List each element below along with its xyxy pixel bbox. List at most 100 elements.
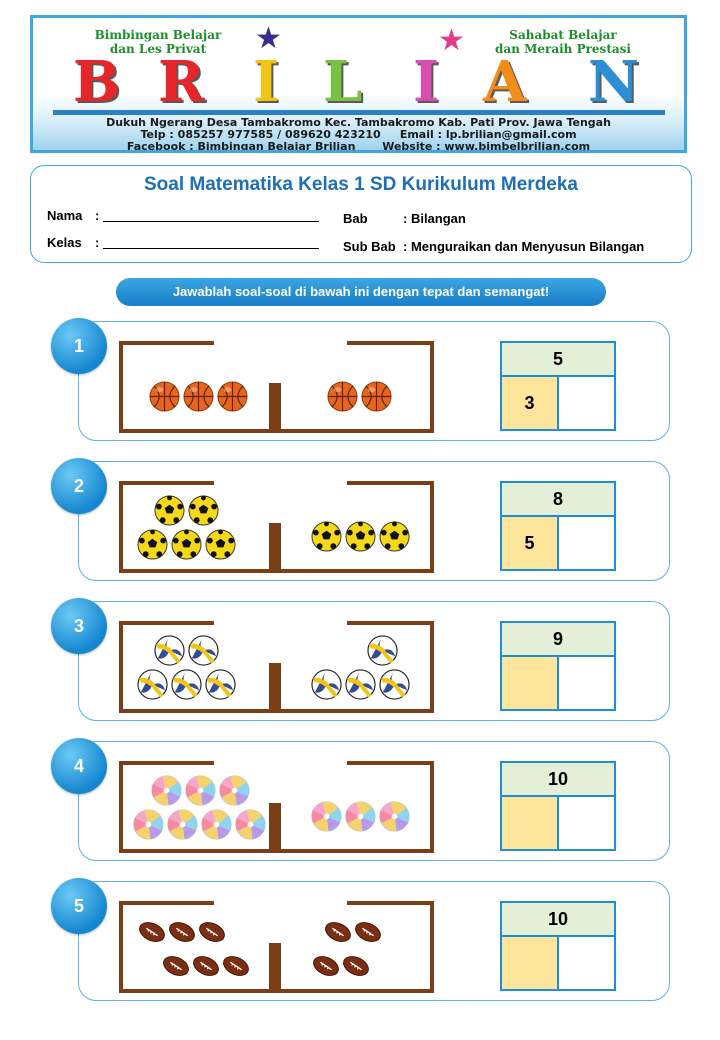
field-wall xyxy=(430,341,434,433)
field-wall xyxy=(119,901,214,905)
field-wall xyxy=(119,901,123,993)
tagline-left-line-2: dan Les Privat xyxy=(109,42,207,56)
question-card: 5 10 xyxy=(51,878,670,1001)
question-number-badge: 2 xyxy=(51,458,107,514)
instruction-banner: Jawablah soal-soal di bawah ini dengan t… xyxy=(116,278,606,306)
soccer-icon xyxy=(154,495,185,526)
question-number-badge: 5 xyxy=(51,878,107,934)
football-icon xyxy=(197,921,227,943)
beachball-icon xyxy=(311,801,342,832)
bond-answer-cell[interactable] xyxy=(557,935,616,991)
soccer-icon xyxy=(311,521,342,552)
field-wall xyxy=(347,761,434,765)
bond-part-cell: 5 xyxy=(500,515,559,571)
bab-label: Bab xyxy=(343,211,368,226)
bond-part-cell[interactable] xyxy=(500,935,559,991)
field-wall xyxy=(119,481,123,573)
social-text: Facebook : Bimbingan Belajar Brilian Web… xyxy=(126,140,591,153)
bab-value: : Bilangan xyxy=(403,211,466,226)
soccer-icon xyxy=(171,529,202,560)
bond-total-cell: 9 xyxy=(500,621,616,657)
basketball-icon xyxy=(361,381,392,412)
field-wall xyxy=(430,481,434,573)
field-wall xyxy=(269,523,281,573)
basketball-icon xyxy=(327,381,358,412)
field-wall xyxy=(269,383,281,433)
tagline-right-line-2: dan Meraih Prestasi xyxy=(495,42,631,56)
subbab-value: : Menguraikan dan Menyusun Bilangan xyxy=(403,239,645,254)
number-bond: 10 xyxy=(500,901,616,991)
ball-field xyxy=(119,761,434,853)
tagline-right: Sahabat Belajar dan Meraih Prestasi xyxy=(488,28,638,56)
field-wall xyxy=(119,621,214,625)
soccer-icon xyxy=(205,529,236,560)
football-icon xyxy=(191,955,221,977)
basketball-icon xyxy=(183,381,214,412)
volleyball-icon xyxy=(137,669,168,700)
class-field[interactable] xyxy=(103,248,319,249)
bond-part-cell: 3 xyxy=(500,375,559,431)
beachball-icon xyxy=(219,775,250,806)
field-wall xyxy=(269,663,281,713)
field-wall xyxy=(430,621,434,713)
beachball-icon xyxy=(201,809,232,840)
tagline-left-line-1: Bimbingan Belajar xyxy=(94,28,222,42)
soccer-icon xyxy=(345,521,376,552)
bond-answer-cell[interactable] xyxy=(557,655,616,711)
beachball-icon xyxy=(235,809,266,840)
ball-field xyxy=(119,621,434,713)
bond-answer-cell[interactable] xyxy=(557,795,616,851)
football-icon xyxy=(311,955,341,977)
brand-letter: N xyxy=(588,49,640,115)
volleyball-icon xyxy=(367,635,398,666)
beachball-icon xyxy=(133,809,164,840)
banner-divider xyxy=(53,110,665,115)
brand-letter: B xyxy=(73,49,121,115)
basketball-icon xyxy=(149,381,180,412)
tagline-right-line-1: Sahabat Belajar xyxy=(509,28,617,42)
bond-total-cell: 5 xyxy=(500,341,616,377)
field-wall xyxy=(119,341,123,433)
ball-field xyxy=(119,341,434,433)
subbab-label: Sub Bab xyxy=(343,239,396,254)
worksheet-info: Soal Matematika Kelas 1 SD Kurikulum Mer… xyxy=(30,165,692,263)
field-wall xyxy=(347,901,434,905)
beachball-icon xyxy=(379,801,410,832)
bond-part-cell[interactable] xyxy=(500,795,559,851)
football-icon xyxy=(137,921,167,943)
beachball-icon xyxy=(345,801,376,832)
contact-text: Telp : 085257 977585 / 089620 423210 Ema… xyxy=(140,128,577,141)
bond-answer-cell[interactable] xyxy=(557,375,616,431)
class-label: Kelas xyxy=(47,235,82,250)
page-title: Soal Matematika Kelas 1 SD Kurikulum Mer… xyxy=(144,174,578,195)
brand-letter: A xyxy=(483,49,527,115)
volleyball-icon xyxy=(171,669,202,700)
bond-total-cell: 8 xyxy=(500,481,616,517)
field-wall xyxy=(119,621,123,713)
name-field[interactable] xyxy=(103,221,319,222)
name-colon: : xyxy=(95,208,100,223)
beachball-icon xyxy=(167,809,198,840)
field-wall xyxy=(119,761,123,853)
volleyball-icon xyxy=(311,669,342,700)
bond-part-cell[interactable] xyxy=(500,655,559,711)
bond-answer-cell[interactable] xyxy=(557,515,616,571)
football-icon xyxy=(221,955,251,977)
star-icon: ★ xyxy=(438,23,465,58)
field-wall xyxy=(347,481,434,485)
brand-letter: I xyxy=(253,49,280,115)
basketball-icon xyxy=(217,381,248,412)
beachball-icon xyxy=(151,775,182,806)
brand-letter: I xyxy=(413,49,440,115)
football-icon xyxy=(341,955,371,977)
ball-field xyxy=(119,901,434,993)
brand-letter: R xyxy=(158,49,205,115)
beachball-icon xyxy=(185,775,216,806)
field-wall xyxy=(347,341,434,345)
volleyball-icon xyxy=(345,669,376,700)
star-icon: ★ xyxy=(255,21,282,56)
